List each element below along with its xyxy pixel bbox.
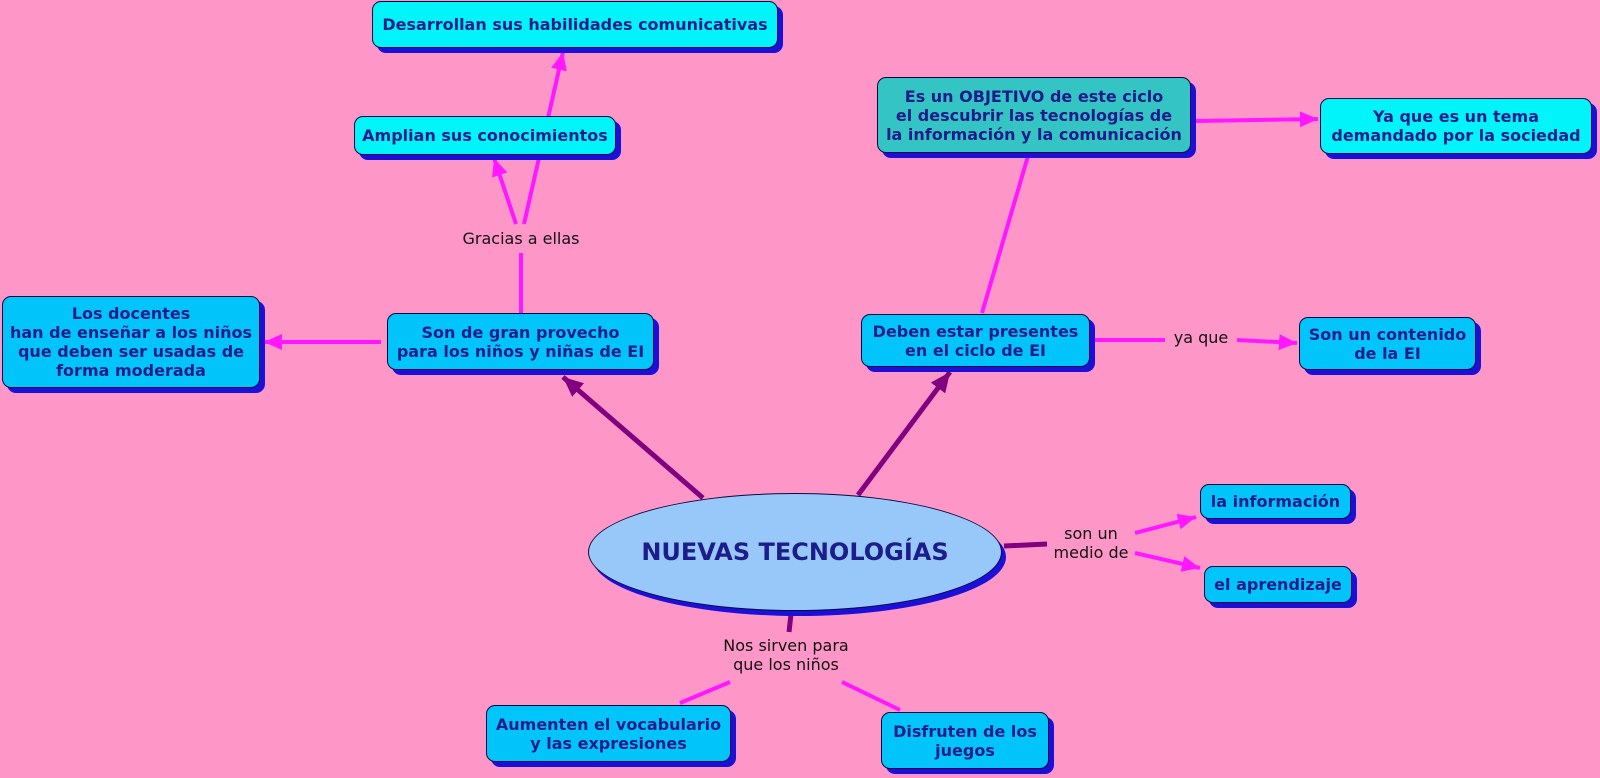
connector-medio-informacion <box>1134 513 1197 535</box>
node-demandado[interactable]: Ya que es un tema demandado por la socie… <box>1320 98 1592 154</box>
central-concept-label: NUEVAS TECNOLOGÍAS <box>641 538 949 566</box>
linking-phrase-son-medio: son un medio de <box>1053 524 1129 562</box>
connector-presentes-objetivo <box>980 155 1030 314</box>
node-informacion[interactable]: la información <box>1200 484 1351 519</box>
connector-sirven-vocabulario <box>679 680 731 705</box>
connector-center-sirven <box>786 613 794 633</box>
node-provecho[interactable]: Son de gran provecho para los niños y ni… <box>387 313 654 370</box>
node-aprendizaje[interactable]: el aprendizaje <box>1204 566 1352 603</box>
connector-medio-aprendizaje <box>1134 551 1201 572</box>
node-central-nuevas-tecnologias[interactable]: NUEVAS TECNOLOGÍAS <box>588 493 1002 611</box>
connector-gracias-amplian <box>492 157 518 225</box>
node-amplian[interactable]: Amplian sus conocimientos <box>354 116 616 155</box>
node-habilidades[interactable]: Desarrollan sus habilidades comunicativa… <box>372 1 778 48</box>
connector-center-presentes <box>855 370 953 497</box>
linking-phrase-gracias: Gracias a ellas <box>462 229 580 248</box>
connector-center-provecho <box>561 375 705 500</box>
node-docentes[interactable]: Los docentes han de enseñar a los niños … <box>2 296 260 388</box>
node-juegos[interactable]: Disfruten de los juegos <box>881 712 1049 769</box>
linking-phrase-sirven: Nos sirven para que los niños <box>723 636 849 674</box>
connector-sirven-juegos <box>841 680 901 712</box>
node-contenido[interactable]: Son un contenido de la EI <box>1299 317 1476 370</box>
connector-yaque-contenido <box>1236 334 1298 351</box>
node-presentes[interactable]: Deben estar presentes en el ciclo de EI <box>861 314 1090 367</box>
node-objetivo[interactable]: Es un OBJETIVO de este ciclo el descubri… <box>877 77 1191 153</box>
connector-center-medio <box>1003 541 1048 549</box>
connector-objetivo-demandado <box>1195 111 1319 128</box>
node-vocabulario[interactable]: Aumenten el vocabulario y las expresione… <box>486 705 731 762</box>
linking-phrase-ya-que: ya que <box>1173 328 1229 347</box>
